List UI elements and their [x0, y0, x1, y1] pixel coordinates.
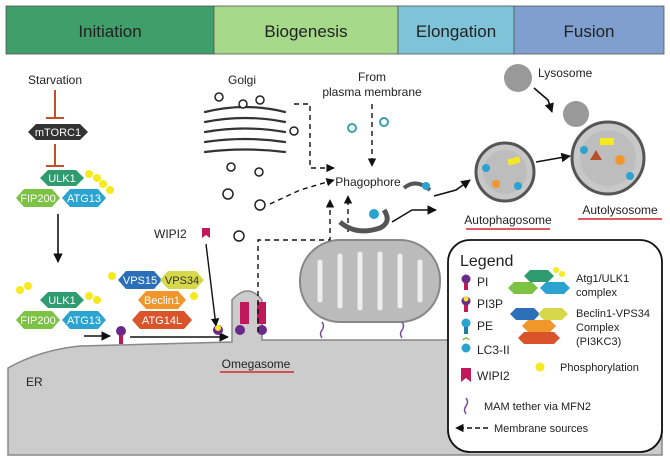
golgi-stack — [203, 105, 287, 154]
stage-fusion-label: Fusion — [563, 22, 614, 41]
autophagosome — [474, 141, 536, 203]
vps15-label: VPS15 — [123, 275, 157, 287]
legend-beclin-label-1: Beclin1-VPS34 — [576, 308, 650, 320]
lysosome-1 — [504, 64, 532, 92]
mtorc1-label: mTORC1 — [35, 127, 81, 139]
ulk1-complex-bottom: ULK1 FIP200 ATG13 — [16, 282, 106, 329]
lysosome-arrow — [533, 87, 554, 113]
stage-biogenesis-label: Biogenesis — [264, 22, 347, 41]
autophagosome-label: Autophagosome — [464, 213, 552, 227]
phospho-dot — [85, 170, 93, 178]
stage-fusion-box — [513, 5, 665, 55]
pi-icon-tail — [464, 283, 468, 290]
stage-biogenesis-box — [213, 5, 399, 55]
phagophore-membrane — [338, 208, 390, 234]
plasma-vesicles — [347, 117, 389, 133]
pe-icon — [461, 318, 471, 328]
legend-phospho-label: Phosphorylation — [560, 362, 639, 374]
pi3kc3-complex: VPS15 VPS34 Beclin1 ATG14L — [108, 271, 204, 329]
lysosome-2 — [563, 101, 589, 127]
autolysosome — [570, 120, 646, 196]
legend-beclin-label-3: (PI3KC3) — [576, 336, 621, 348]
stage-initiation-box — [5, 5, 215, 55]
mtorc1-node — [28, 124, 88, 140]
plasma-membrane-label-line2: plasma membrane — [322, 85, 422, 99]
legend-atg1-label-2: complex — [576, 287, 617, 299]
lc3-icon-tip — [462, 337, 470, 341]
phospho-dot — [24, 282, 32, 290]
stage-elongation-label: Elongation — [416, 22, 496, 41]
phospho-dot — [190, 292, 198, 300]
fip200-label-top: FIP200 — [20, 193, 55, 205]
omegasome-structure — [213, 302, 267, 335]
legend-title: Legend — [460, 253, 513, 270]
ulk1-label-bottom: ULK1 — [48, 295, 76, 307]
phospho-dot — [106, 186, 114, 194]
atg13-label-top: ATG13 — [67, 193, 101, 205]
phospho-icon — [535, 362, 545, 372]
stage-header: Initiation Biogenesis Elongation Fusion — [5, 5, 665, 55]
phospho-dot — [108, 272, 116, 280]
atg1-complex-icon — [508, 267, 570, 294]
legend-box — [447, 239, 663, 453]
lc3-dot — [422, 182, 430, 190]
legend-mam-label: MAM tether via MFN2 — [484, 401, 591, 413]
pi3kc3-complex-icon — [510, 308, 568, 344]
phospho-dot — [93, 296, 101, 304]
lc3-icon — [461, 343, 471, 353]
mitochondrion — [299, 239, 441, 323]
legend-atg1-label-1: Atg1/ULK1 — [576, 273, 629, 285]
elongation-arrow — [433, 179, 471, 197]
plasma-membrane-label-line1: From — [358, 70, 386, 84]
wipi2-icon — [461, 368, 471, 382]
ulk1-label-top: ULK1 — [48, 173, 76, 185]
vesicle-to-phagophore-arrow — [269, 178, 335, 205]
golgi-label: Golgi — [228, 73, 256, 87]
wipi2-arrow — [205, 243, 220, 327]
golgi-to-phagophore-arrow — [294, 103, 335, 173]
phagophore-to-autophagosome-arrow — [391, 205, 437, 223]
legend-membrane-label: Membrane sources — [494, 423, 589, 435]
atg14l-label: ATG14L — [142, 315, 182, 327]
autolysosome-label: Autolysosome — [582, 203, 658, 217]
lysosome-label: Lysosome — [538, 66, 593, 80]
pe-icon-tail — [464, 327, 468, 334]
atg13-label-bottom: ATG13 — [67, 315, 101, 327]
stage-elongation-box — [397, 5, 515, 55]
pi3p-icon-tail — [464, 305, 468, 312]
omegasome-label: Omegasome — [222, 357, 291, 371]
pi-lipid — [116, 326, 126, 344]
ulk1-complex-top: ULK1 FIP200 ATG13 — [16, 170, 114, 207]
wipi2-marker — [202, 228, 210, 238]
mam-icon — [463, 397, 469, 415]
legend-beclin-label-2: Complex — [576, 322, 620, 334]
pi-icon — [461, 274, 471, 284]
legend-pe-label: PE — [477, 319, 493, 333]
legend-wipi2-label: WIPI2 — [477, 369, 510, 383]
phospho-dot — [85, 292, 93, 300]
phospho-dot — [93, 174, 101, 182]
wipi2-label: WIPI2 — [154, 227, 187, 241]
er-label: ER — [26, 375, 43, 389]
vps34-label: VPS34 — [165, 275, 199, 287]
stage-initiation-label: Initiation — [78, 22, 141, 41]
phospho-dot — [16, 286, 24, 294]
legend-pi3p-label: PI3P — [477, 297, 503, 311]
pi3p-icon-dot — [463, 296, 469, 302]
legend: Legend PI PI3P PE LC3-II WIPI2 Atg1/ULK1 — [447, 239, 663, 453]
mam-tethers — [319, 321, 405, 339]
golgi-vesicles — [214, 92, 299, 242]
phospho-dot — [99, 180, 107, 188]
fip200-label-bottom: FIP200 — [20, 315, 55, 327]
phagophore-label: Phagophore — [335, 175, 401, 189]
legend-lc3-label: LC3-II — [477, 343, 510, 357]
omegasome-to-phagophore-arrow — [257, 199, 335, 332]
autophagosome-to-autolysosome-arrow — [535, 152, 571, 163]
starvation-label: Starvation — [28, 73, 82, 87]
beclin1-label: Beclin1 — [144, 295, 180, 307]
lc3-dot — [369, 209, 379, 219]
legend-pi-label: PI — [477, 275, 488, 289]
